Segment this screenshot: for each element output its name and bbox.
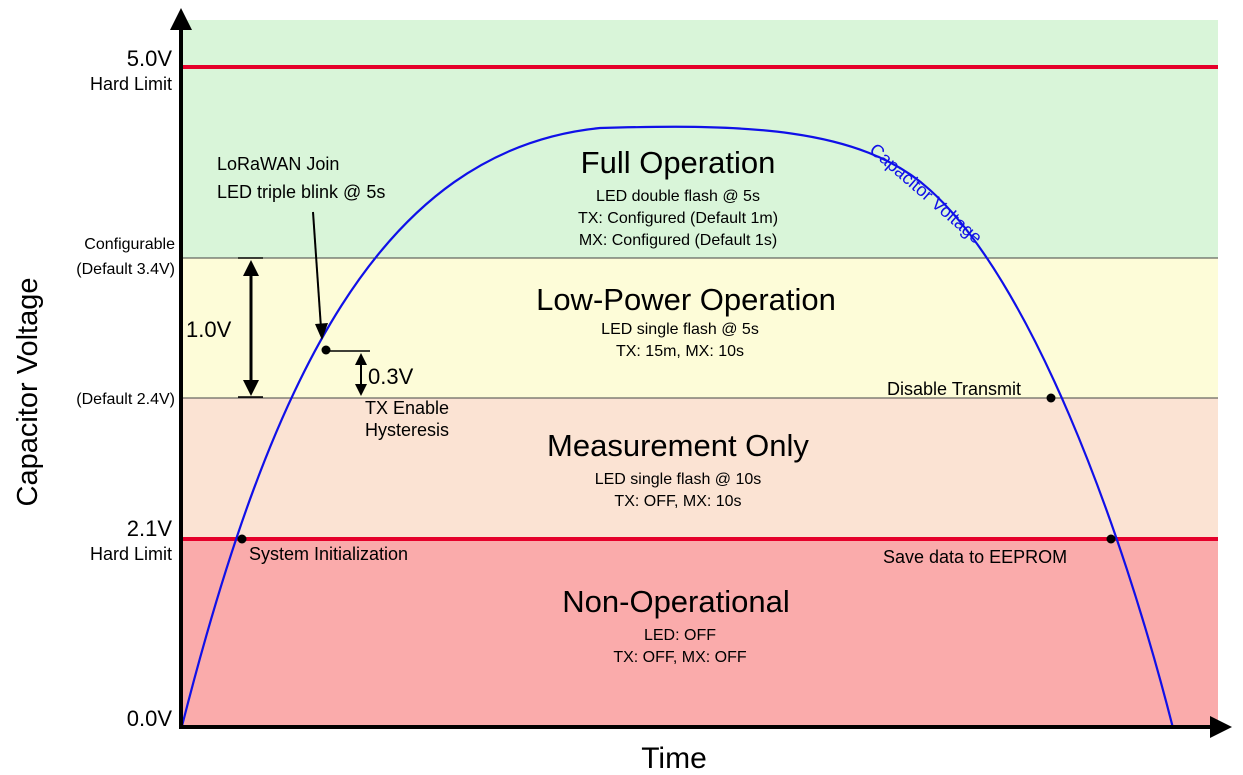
delta-big-label: 1.0V xyxy=(186,317,232,342)
zone-full-line1: LED double flash @ 5s xyxy=(596,188,760,205)
level-configurable-value: (Default 3.4V) xyxy=(76,261,175,278)
level-5v-value: 5.0V xyxy=(127,46,173,71)
join-pointer-arrow-icon xyxy=(315,323,328,340)
zone-measure-line1: LED single flash @ 10s xyxy=(595,471,762,488)
level-5v-note: Hard Limit xyxy=(90,74,172,94)
zone-full-line2: TX: Configured (Default 1m) xyxy=(578,210,778,227)
disable-tx-label: Disable Transmit xyxy=(887,379,1021,399)
y-axis-arrow-icon xyxy=(170,8,192,30)
zone-lowpower-line1: LED single flash @ 5s xyxy=(601,321,759,338)
join-label-2: LED triple blink @ 5s xyxy=(217,182,385,202)
level-0v-value: 0.0V xyxy=(127,706,173,731)
zone-lowpower-band xyxy=(182,258,1218,398)
level-21v-note: Hard Limit xyxy=(90,544,172,564)
zone-measure-line2: TX: OFF, MX: 10s xyxy=(614,493,741,510)
delta-big-arrow-top-icon xyxy=(243,260,259,276)
x-axis-label: Time xyxy=(641,742,707,775)
zone-nonop-band xyxy=(182,539,1218,726)
delta-big-arrow-bottom-icon xyxy=(243,380,259,396)
level-21v-value: 2.1V xyxy=(127,516,173,541)
tx-enable-label-1: TX Enable xyxy=(365,398,449,418)
disable-tx-dot xyxy=(1046,393,1056,403)
join-event-dot xyxy=(321,345,331,355)
zone-nonop-line2: TX: OFF, MX: OFF xyxy=(613,649,747,666)
tx-enable-label-2: Hysteresis xyxy=(365,420,449,440)
zone-measure-title: Measurement Only xyxy=(547,428,809,463)
join-label-1: LoRaWAN Join xyxy=(217,154,339,174)
save-eeprom-label: Save data to EEPROM xyxy=(883,547,1067,567)
zone-full-title: Full Operation xyxy=(581,145,776,180)
level-24-value: (Default 2.4V) xyxy=(76,391,175,408)
y-axis-label: Capacitor Voltage xyxy=(12,278,44,507)
zone-full-line3: MX: Configured (Default 1s) xyxy=(579,232,777,249)
zone-nonop-line1: LED: OFF xyxy=(644,627,716,644)
delta-small-label: 0.3V xyxy=(368,364,414,389)
x-axis-arrow-icon xyxy=(1210,716,1232,738)
zone-nonop-title: Non-Operational xyxy=(562,584,789,619)
join-pointer xyxy=(312,211,322,329)
delta-small-arrow-bottom-icon xyxy=(355,384,367,396)
zone-lowpower-title: Low-Power Operation xyxy=(536,282,836,317)
delta-small-arrow-top-icon xyxy=(355,353,367,365)
sys-init-dot xyxy=(237,534,247,544)
zone-measure-band xyxy=(182,398,1218,539)
save-eeprom-dot xyxy=(1106,534,1116,544)
capacitor-voltage-curve xyxy=(180,125,1175,729)
sys-init-label: System Initialization xyxy=(249,544,408,564)
zone-full-band xyxy=(182,20,1218,258)
zone-lowpower-line2: TX: 15m, MX: 10s xyxy=(616,343,744,360)
level-configurable-note: Configurable xyxy=(84,236,175,253)
